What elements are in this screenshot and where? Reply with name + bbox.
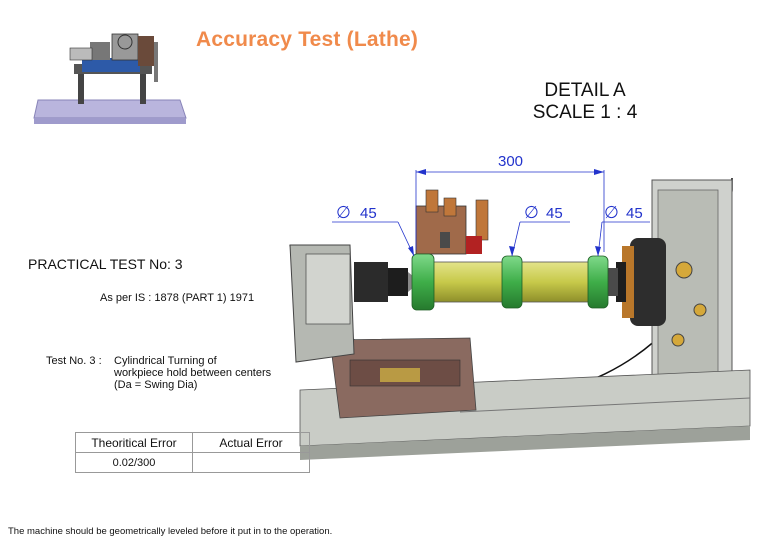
error-table: Theoritical Error Actual Error 0.02/300 [75,432,310,473]
diameter-dimension-2: 45 [546,205,563,222]
practical-test-heading: PRACTICAL TEST No: 3 [28,256,183,272]
header-actual-error: Actual Error [192,432,310,453]
detail-label: DETAIL A SCALE 1 : 4 [500,80,670,124]
header-theoretical-error: Theoritical Error [75,432,193,453]
diameter-dimension-1: 45 [360,205,377,222]
diameter-symbol-3: ∅ [604,203,619,222]
test-description-line-3: (Da = Swing Dia) [114,379,198,391]
diameter-symbol-1: ∅ [336,203,351,222]
detail-scale: SCALE 1 : 4 [532,102,638,123]
diameter-symbol-2: ∅ [524,203,539,222]
test-description-line-1: Cylindrical Turning of [114,355,217,367]
page-title: Accuracy Test (Lathe) [196,28,419,51]
diameter-dimension-3: 45 [626,205,643,222]
test-description: Cylindrical Turning of workpiece hold be… [114,355,314,391]
length-dimension: 300 [498,153,523,170]
detail-name: DETAIL A [544,80,626,101]
lathe-detail-illustration: 300 ∅ 45 ∅ 45 ∅ 45 [289,153,751,460]
cell-theoretical-error: 0.02/300 [75,452,193,473]
lathe-thumbnail-illustration [33,33,187,124]
test-description-line-2: workpiece hold between centers [114,367,272,379]
footer-note: The machine should be geometrically leve… [8,526,333,537]
cell-actual-error[interactable] [192,452,310,473]
table-row: 0.02/300 [75,452,310,473]
standard-reference: As per IS : 1878 (PART 1) 1971 [100,292,255,304]
test-number: Test No. 3 : [46,355,102,367]
table-header-row: Theoritical Error Actual Error [75,432,310,453]
